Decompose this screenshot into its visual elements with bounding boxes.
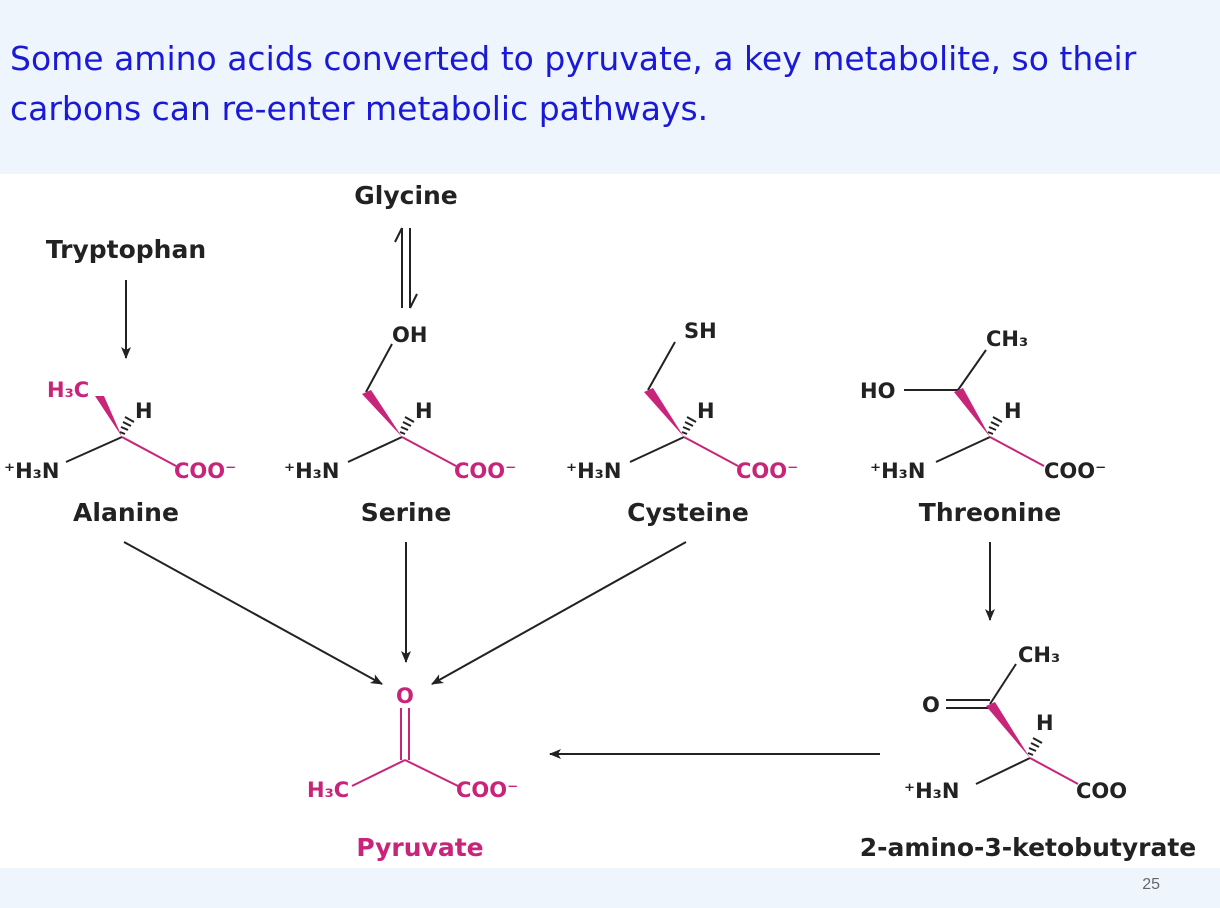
atom-coo: COO⁻ bbox=[736, 459, 798, 483]
label-threonine: Threonine bbox=[919, 498, 1061, 527]
atom-h3c: H₃C bbox=[47, 378, 89, 402]
label-pyruvate: Pyruvate bbox=[356, 833, 483, 862]
label-glycine: Glycine bbox=[354, 181, 458, 210]
atom-coo: COO⁻ bbox=[454, 459, 516, 483]
atom-nh3: ⁺H₃N bbox=[284, 459, 339, 483]
atom-h: H bbox=[1004, 399, 1022, 423]
atom-ho: HO bbox=[860, 379, 895, 403]
atom-sh: SH bbox=[684, 319, 717, 343]
atom-ch3: CH₃ bbox=[1018, 643, 1060, 667]
atom-nh3: ⁺H₃N bbox=[566, 459, 621, 483]
atom-h: H bbox=[135, 399, 153, 423]
label-cysteine: Cysteine bbox=[627, 498, 749, 527]
cysteine-structure: SH H ⁺H₃N COO⁻ bbox=[566, 319, 798, 483]
alanine-structure: H₃C H ⁺H₃N COO⁻ bbox=[4, 378, 236, 483]
arrow-alanine-to-pyruvate bbox=[123, 541, 383, 685]
atom-h3c: H₃C bbox=[307, 778, 349, 802]
atom-h: H bbox=[415, 399, 433, 423]
label-alanine: Alanine bbox=[73, 498, 179, 527]
diagram-panel: Tryptophan Glycine H₃C H ⁺H₃N COO⁻ Alani… bbox=[0, 174, 1220, 868]
atom-o: O bbox=[396, 684, 414, 708]
label-serine: Serine bbox=[361, 498, 452, 527]
page-number: 25 bbox=[1142, 876, 1160, 893]
atom-ch3: CH₃ bbox=[986, 327, 1028, 351]
atom-h: H bbox=[697, 399, 715, 423]
pyruvate-structure: O H₃C COO⁻ bbox=[307, 684, 518, 802]
serine-structure: OH H ⁺H₃N COO⁻ bbox=[284, 323, 516, 483]
atom-coo: COO⁻ bbox=[1044, 459, 1106, 483]
equilibrium-arrow-glycine-serine bbox=[394, 227, 418, 309]
atom-nh3: ⁺H₃N bbox=[904, 779, 959, 803]
arrow-cysteine-to-pyruvate bbox=[431, 541, 687, 685]
atom-coo: COO⁻ bbox=[174, 459, 236, 483]
atom-nh3: ⁺H₃N bbox=[4, 459, 59, 483]
ketobutyrate-structure: CH₃ O H ⁺H₃N COO bbox=[904, 643, 1127, 803]
label-ketobutyrate: 2-amino-3-ketobutyrate bbox=[860, 833, 1196, 862]
atom-o: O bbox=[922, 693, 940, 717]
atom-coo: COO⁻ bbox=[456, 778, 518, 802]
atom-nh3: ⁺H₃N bbox=[870, 459, 925, 483]
threonine-structure: CH₃ HO H ⁺H₃N COO⁻ bbox=[860, 327, 1106, 483]
slide-title: Some amino acids converted to pyruvate, … bbox=[10, 39, 1137, 128]
pathway-diagram: Tryptophan Glycine H₃C H ⁺H₃N COO⁻ Alani… bbox=[4, 181, 1196, 862]
atom-oh: OH bbox=[392, 323, 427, 347]
label-tryptophan: Tryptophan bbox=[46, 235, 206, 264]
atom-h: H bbox=[1036, 711, 1054, 735]
atom-coo: COO bbox=[1076, 779, 1127, 803]
